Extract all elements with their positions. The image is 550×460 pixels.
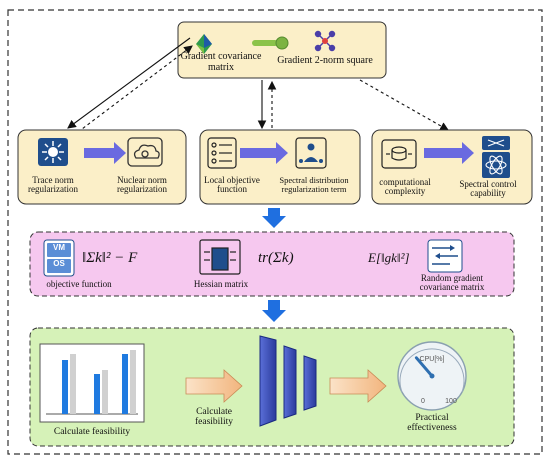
down-arrow-2 <box>262 300 286 322</box>
gradient-covariance-label: Gradient covariance matrix <box>180 51 262 73</box>
random-covariance-icon <box>427 239 463 273</box>
link-top-to-trace <box>67 37 191 129</box>
gauge-needle <box>414 356 434 378</box>
calc-feasibility-mid: Calculate feasibility <box>195 407 233 427</box>
vm-label: VM <box>53 243 65 252</box>
outer-frame <box>7 9 543 455</box>
local-objective-label: Local objective function <box>204 175 260 195</box>
atom-icon <box>482 136 510 178</box>
covariance-logo-icon <box>196 34 212 54</box>
people-icon <box>295 137 327 169</box>
spectral-arrow <box>424 142 474 164</box>
objective-label: objective function <box>46 279 112 289</box>
orange-arrow-2 <box>329 369 387 403</box>
objective-expression: ‖Σk‖² − F <box>82 250 138 266</box>
gauge-min: 0 <box>421 398 425 405</box>
trace-norm-icon <box>38 138 68 166</box>
link-top-to-spectral <box>359 79 449 131</box>
chart-bar <box>122 354 128 414</box>
calc-feasibility-left: Calculate feasibility <box>53 427 131 437</box>
chart-bar <box>94 374 100 414</box>
checklist-icon <box>207 137 237 169</box>
network-icon <box>314 30 336 52</box>
spectral-control-label: Spectral control capability <box>459 179 517 199</box>
gauge-title: CPU[%] <box>419 356 445 363</box>
vm-os-icon <box>43 239 75 277</box>
expectation-expression: E[‖gk‖²] <box>368 250 410 265</box>
network-layers <box>259 335 317 427</box>
orange-arrow-1 <box>185 369 243 403</box>
chart-bar <box>102 370 108 414</box>
chart-bar <box>130 350 136 414</box>
chart-bar <box>70 354 76 414</box>
computational-label: computational complexity <box>379 177 431 197</box>
practical-label: Practical effectiveness <box>407 413 457 433</box>
cpu-gauge <box>397 341 467 411</box>
chart-bar <box>62 360 68 414</box>
trace-expression: tr(Σk) <box>258 250 294 266</box>
random-covariance-label: Random gradient covariance matrix <box>419 273 485 293</box>
nuclear-norm-label: Nuclear norm regularization <box>117 175 167 195</box>
os-label: OS <box>53 259 65 268</box>
database-icon <box>381 139 417 169</box>
hessian-icon <box>199 239 241 275</box>
gauge-max: 100 <box>445 398 457 405</box>
gradient-norm-label: Gradient 2-norm square <box>277 55 373 66</box>
feasibility-chart <box>39 343 145 423</box>
pink-row-box <box>29 231 515 297</box>
trace-norm-label: Trace norm regularization <box>28 175 78 195</box>
down-arrow-1 <box>262 208 286 228</box>
pipe-arrow-icon <box>252 36 289 50</box>
link-trace-to-top <box>77 45 193 133</box>
local-arrow <box>240 142 288 164</box>
hessian-label: Hessian matrix <box>193 279 249 289</box>
trace-arrow <box>84 142 126 164</box>
spectral-distribution-label: Spectral distribution regularization ter… <box>279 175 349 194</box>
cloud-icon <box>127 137 163 167</box>
